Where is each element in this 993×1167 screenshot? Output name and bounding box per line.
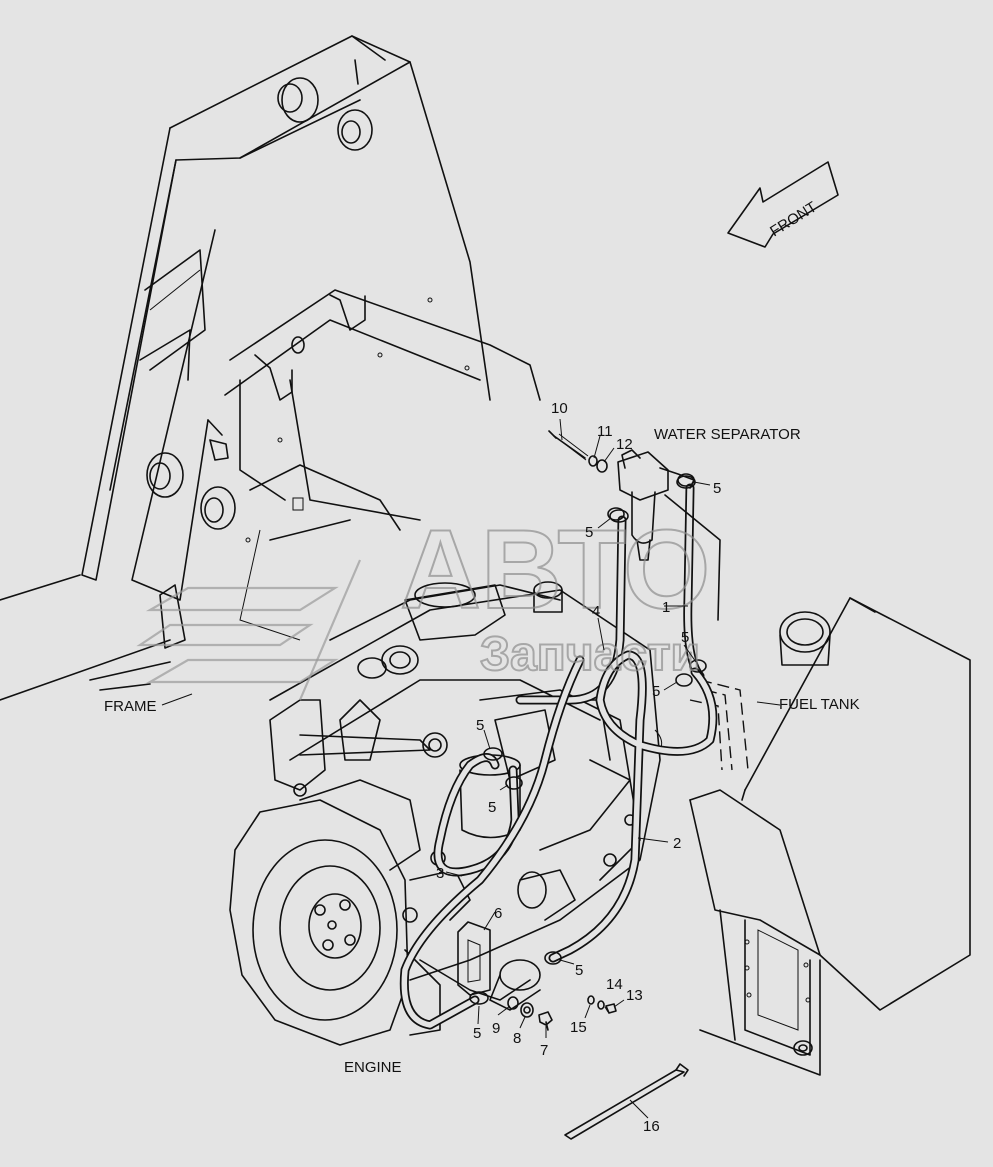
- callout-5-filter-upper: 5: [476, 717, 484, 734]
- section-labels: FRAME ENGINE FUEL TANK WATER SEPARATOR: [104, 426, 860, 1076]
- label-engine: ENGINE: [344, 1059, 402, 1076]
- callout-5-tank-upper: 5: [681, 629, 689, 646]
- small-parts: [507, 995, 617, 1031]
- callout-15: 15: [570, 1019, 587, 1036]
- callout-5-separator-right: 5: [713, 480, 721, 497]
- watermark-text-1: АВТО: [400, 507, 710, 632]
- callout-13: 13: [626, 987, 643, 1004]
- frame-drawing: [0, 35, 541, 701]
- callout-16: 16: [643, 1118, 660, 1135]
- watermark-logo: АВТО Запчасти: [136, 506, 711, 701]
- callout-10: 10: [551, 400, 568, 417]
- callout-5-pump-left: 5: [473, 1025, 481, 1042]
- callout-1: 1: [662, 599, 670, 616]
- watermark-text-2: Запчасти: [480, 628, 700, 681]
- hose-clamps: [469, 475, 707, 1005]
- label-water-separator: WATER SEPARATOR: [654, 426, 801, 443]
- part-callouts: 1 2 3 4 5 5 5 5 5 5 5 5 6 7 8 9 10 11 12…: [436, 400, 721, 1135]
- fuel-tank-drawing: [689, 597, 971, 1076]
- callout-2: 2: [673, 835, 681, 852]
- callout-6: 6: [494, 905, 502, 922]
- callout-3: 3: [436, 865, 444, 882]
- callout-4: 4: [592, 603, 600, 620]
- front-arrow: FRONT: [727, 161, 839, 248]
- water-separator-drawing: [548, 430, 721, 621]
- cable-tie: [564, 1063, 689, 1140]
- callout-9: 9: [492, 1020, 500, 1037]
- front-label: FRONT: [767, 199, 820, 241]
- label-fuel-tank: FUEL TANK: [779, 696, 860, 713]
- callout-8: 8: [513, 1030, 521, 1047]
- callout-11: 11: [597, 423, 613, 440]
- leader-lines: [161, 418, 781, 1119]
- callout-5-filter-lower: 5: [488, 799, 496, 816]
- callout-5-separator-left: 5: [585, 524, 593, 541]
- label-frame: FRAME: [104, 698, 157, 715]
- callout-5-tank-lower: 5: [652, 683, 660, 700]
- fuel-hoses: [399, 483, 718, 1030]
- callout-12: 12: [616, 436, 633, 453]
- callout-7: 7: [540, 1042, 548, 1059]
- callout-14: 14: [606, 976, 623, 993]
- callout-5-pump-right: 5: [575, 962, 583, 979]
